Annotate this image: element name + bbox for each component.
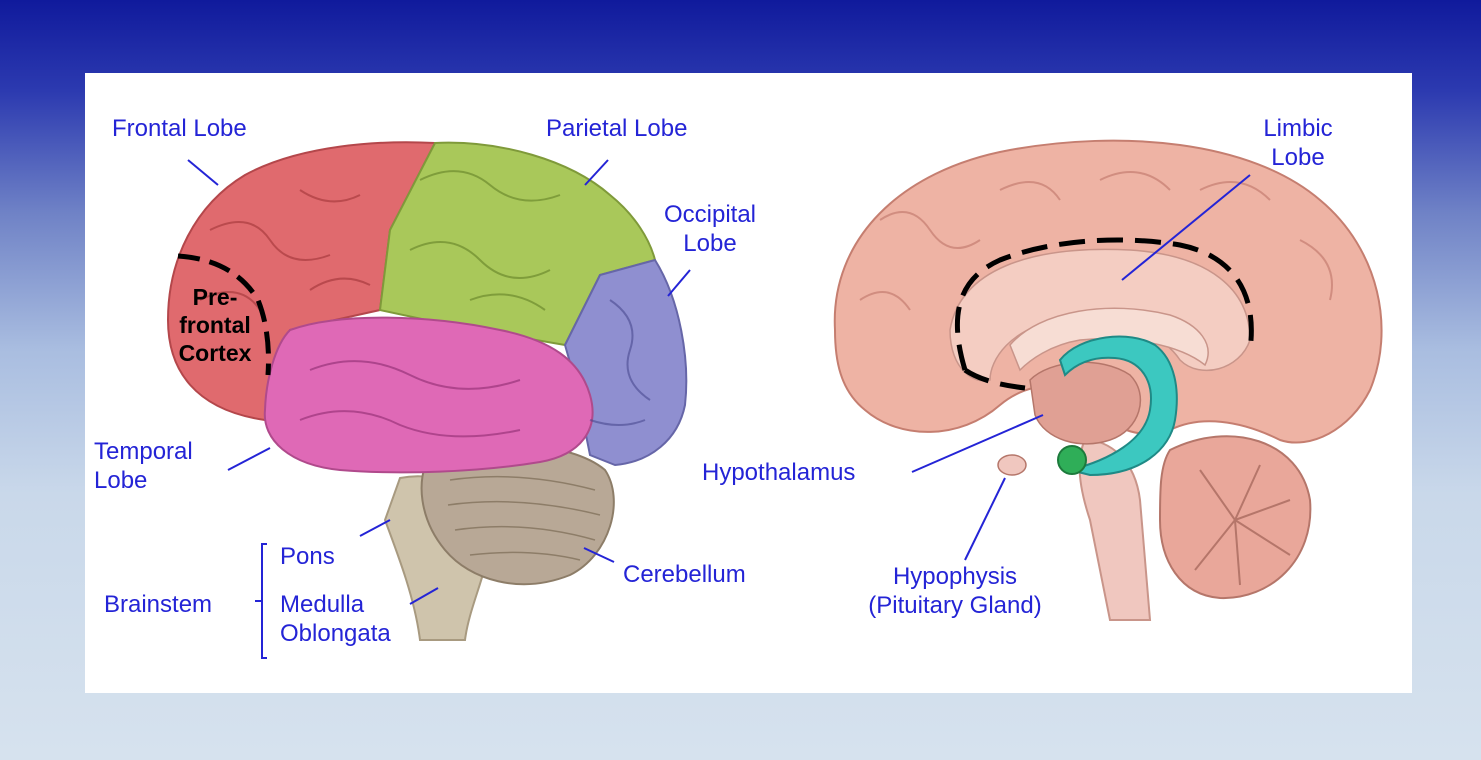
pons-label: Pons <box>280 542 335 571</box>
limbic-lobe-label-line2: Lobe <box>1238 143 1358 172</box>
medial-brain-illustration <box>835 141 1382 620</box>
hypophysis-leader-line <box>965 478 1005 560</box>
limbic-lobe-label: Limbic Lobe <box>1238 114 1358 172</box>
prefrontal-cortex-label-line2: frontal <box>160 311 270 339</box>
prefrontal-cortex-label-line3: Cortex <box>160 339 270 367</box>
occipital-lobe-label-line1: Occipital <box>650 200 770 229</box>
temporal-lobe-label-line1: Temporal <box>94 437 193 466</box>
prefrontal-cortex-label-line1: Pre- <box>160 283 270 311</box>
occipital-lobe-label-line2: Lobe <box>650 229 770 258</box>
occipital-lobe-label: Occipital Lobe <box>650 200 770 258</box>
cerebellum-label: Cerebellum <box>623 560 746 589</box>
hypophysis-label-line1: Hypophysis <box>830 562 1080 591</box>
medulla-oblongata-label-line1: Medulla <box>280 590 391 619</box>
amygdala-shape <box>1058 446 1086 474</box>
brainstem-bracket <box>255 544 267 658</box>
temporal-lobe-label: Temporal Lobe <box>94 437 193 495</box>
prefrontal-cortex-label: Pre- frontal Cortex <box>160 283 270 367</box>
brainstem-label: Brainstem <box>104 590 212 619</box>
pituitary-shape <box>998 455 1026 475</box>
limbic-lobe-label-line1: Limbic <box>1238 114 1358 143</box>
medulla-oblongata-label-line2: Oblongata <box>280 619 391 648</box>
hypothalamus-label: Hypothalamus <box>702 458 855 487</box>
hypophysis-label: Hypophysis (Pituitary Gland) <box>830 562 1080 620</box>
medulla-oblongata-label: Medulla Oblongata <box>280 590 391 648</box>
parietal-lobe-leader-line <box>585 160 608 185</box>
hypophysis-label-line2: (Pituitary Gland) <box>830 591 1080 620</box>
lateral-brain-illustration <box>168 142 686 640</box>
frontal-lobe-leader-line <box>188 160 218 185</box>
occipital-lobe-leader-line <box>668 270 690 296</box>
frontal-lobe-label: Frontal Lobe <box>112 114 247 143</box>
temporal-lobe-label-line2: Lobe <box>94 466 193 495</box>
thalamus-area <box>1030 362 1140 444</box>
medial-cerebellum-shape <box>1160 436 1310 598</box>
parietal-lobe-label: Parietal Lobe <box>546 114 687 143</box>
pons-leader-line <box>360 520 390 536</box>
temporal-lobe-leader-line <box>228 448 270 470</box>
